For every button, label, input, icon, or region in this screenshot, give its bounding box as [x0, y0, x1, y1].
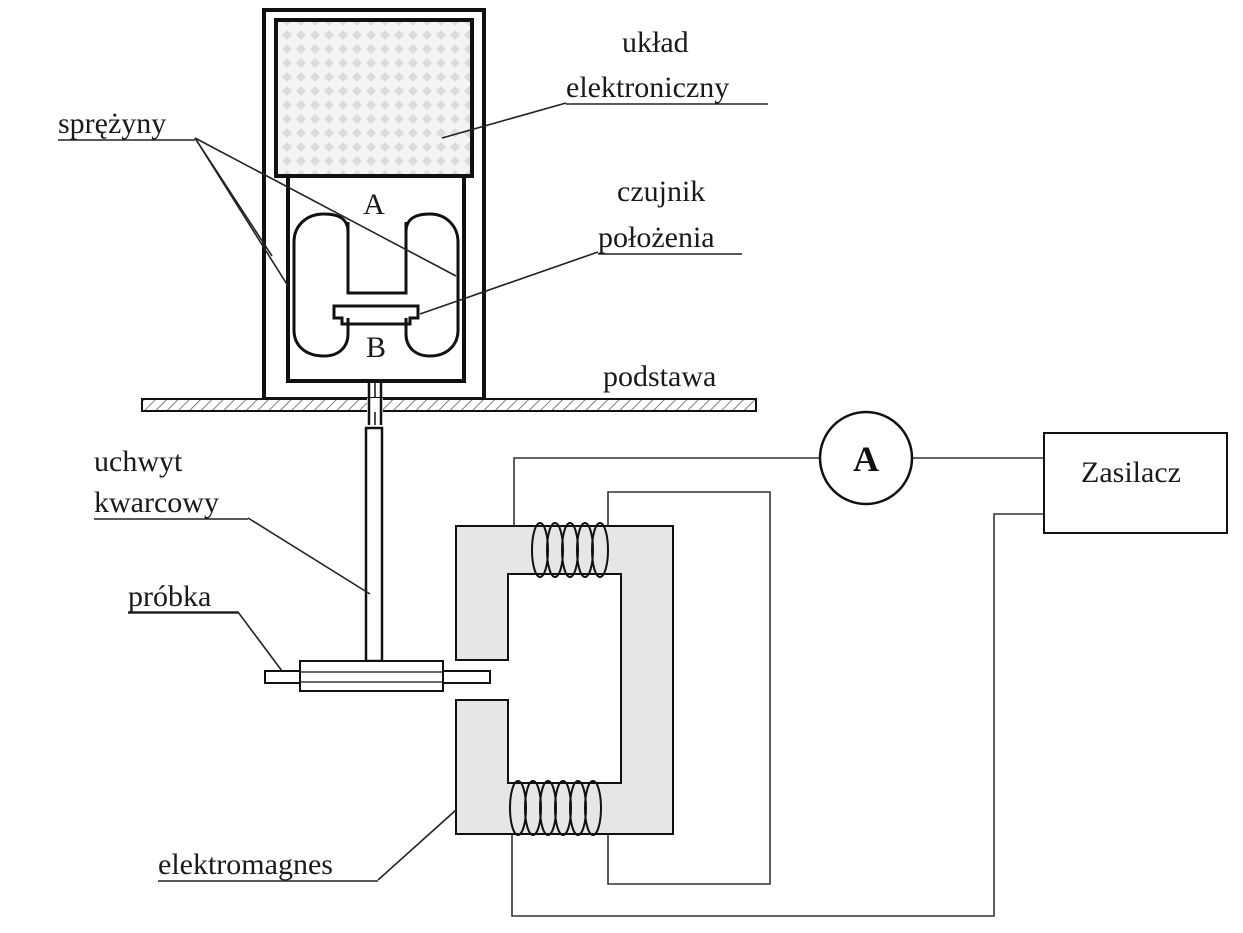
- label-electronics-2: elektroniczny: [566, 71, 729, 104]
- leader-electromagnet: [377, 809, 457, 881]
- sample-holder: [299, 660, 444, 692]
- position-sensor: [332, 304, 420, 326]
- base-plate-gap: [367, 398, 383, 412]
- base-plate: [141, 398, 757, 412]
- label-point-a: A: [363, 188, 385, 221]
- spring-right: [378, 212, 460, 358]
- leader-holder: [247, 517, 371, 595]
- wire-to-ammeter: [513, 457, 820, 526]
- wire-supply-return: [511, 513, 1044, 917]
- label-springs: sprężyny: [58, 107, 166, 140]
- label-base: podstawa: [603, 360, 716, 393]
- wire-coil-link: [607, 491, 771, 885]
- power-supply-label: Zasilacz: [1081, 456, 1181, 489]
- label-holder-1: uchwyt: [94, 445, 183, 478]
- label-sensor-2: położenia: [598, 221, 715, 254]
- leader-sample: [128, 611, 283, 672]
- electronics-block: [274, 18, 474, 178]
- leader-springs-3: [194, 137, 457, 277]
- quartz-holder-rod: [364, 426, 384, 663]
- label-electronics-1: układ: [622, 26, 689, 59]
- ammeter-circle: [818, 410, 914, 506]
- label-holder-2: kwarcowy: [94, 486, 219, 519]
- leader-sensor: [419, 251, 599, 315]
- upper-coil: [531, 522, 609, 578]
- lower-coil: [509, 780, 602, 836]
- label-sample: próbka: [128, 580, 211, 613]
- leader-springs-2: [194, 137, 289, 287]
- leader-electronics: [441, 102, 567, 139]
- label-point-b: B: [366, 331, 386, 364]
- power-supply-box: [1043, 432, 1228, 534]
- spring-left: [292, 212, 378, 358]
- ammeter-symbol: A: [853, 439, 879, 479]
- spring-chamber: [286, 174, 466, 383]
- electromagnet-yoke: [455, 525, 674, 835]
- label-electromagnet: elektromagnes: [158, 848, 333, 881]
- label-sensor-1: czujnik: [617, 175, 705, 208]
